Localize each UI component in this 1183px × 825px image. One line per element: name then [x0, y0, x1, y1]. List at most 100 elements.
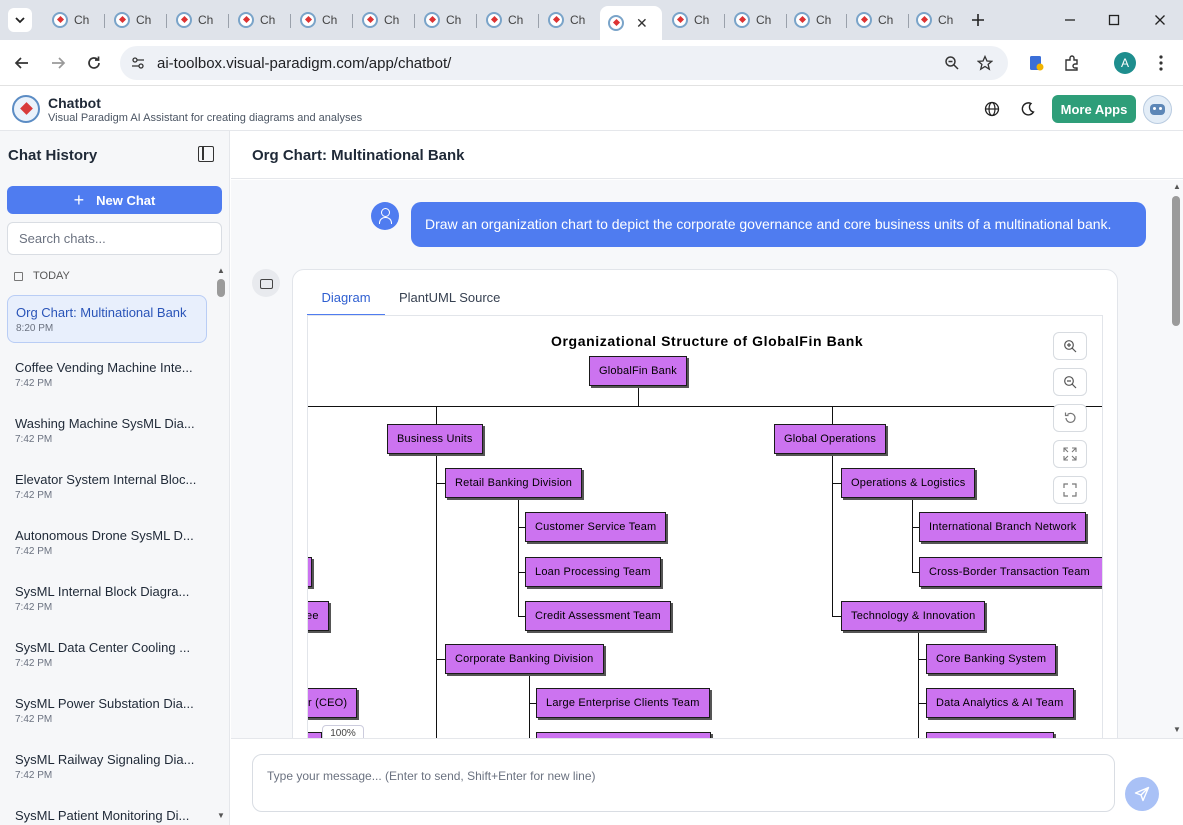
- scroll-down-arrow-icon[interactable]: ▼: [1173, 725, 1181, 734]
- tab-label: Ch: [136, 13, 152, 27]
- scroll-up-arrow-icon[interactable]: ▲: [217, 266, 225, 275]
- tab-diagram[interactable]: Diagram: [307, 290, 385, 316]
- org-node: Data Analytics & AI Team: [926, 688, 1074, 718]
- new-tab-button[interactable]: [965, 8, 991, 32]
- chat-history-item[interactable]: Coffee Vending Machine Inte...7:42 PM: [7, 351, 207, 399]
- browser-tab[interactable]: Ch: [416, 6, 478, 34]
- reload-button[interactable]: [82, 51, 106, 75]
- org-node: Global Operations: [774, 424, 887, 454]
- connector-line: [918, 659, 926, 660]
- browser-tab[interactable]: Ch: [664, 6, 726, 34]
- chat-history-item[interactable]: Autonomous Drone SysML D...7:42 PM: [7, 519, 207, 567]
- reset-zoom-button[interactable]: [1053, 404, 1087, 432]
- browser-tab[interactable]: Ch: [106, 6, 168, 34]
- close-window-button[interactable]: [1147, 8, 1173, 32]
- conversation-title: Org Chart: Multinational Bank: [252, 147, 465, 164]
- browser-tab[interactable]: Ch: [230, 6, 292, 34]
- dark-mode-moon-icon[interactable]: [1018, 99, 1038, 119]
- zoom-out-button[interactable]: [1053, 368, 1087, 396]
- tab-search-dropdown[interactable]: [8, 8, 32, 32]
- chat-history-time: 7:42 PM: [15, 714, 53, 725]
- browser-tab[interactable]: Ch: [848, 6, 910, 34]
- org-node: Business Units: [387, 424, 483, 454]
- chat-history-item[interactable]: SysML Patient Monitoring Di...: [7, 799, 207, 825]
- scroll-down-arrow-icon[interactable]: ▼: [217, 811, 225, 820]
- chat-history-time: 7:42 PM: [15, 434, 53, 445]
- connector-line: [912, 572, 919, 573]
- chat-history-item[interactable]: Washing Machine SysML Dia...7:42 PM: [7, 407, 207, 455]
- chat-history-item[interactable]: SysML Power Substation Dia...7:42 PM: [7, 687, 207, 735]
- scroll-up-arrow-icon[interactable]: ▲: [1173, 182, 1181, 191]
- message-input[interactable]: [252, 754, 1115, 812]
- tab-favicon-icon: [362, 12, 378, 28]
- close-tab-icon[interactable]: ✕: [636, 14, 648, 31]
- browser-tab[interactable]: Ch: [168, 6, 230, 34]
- chat-history-item[interactable]: SysML Railway Signaling Dia...7:42 PM: [7, 743, 207, 791]
- bookmark-star-icon[interactable]: [973, 51, 997, 75]
- chat-scrollbar-thumb[interactable]: [1172, 196, 1180, 326]
- connector-line: [518, 572, 525, 573]
- arrow-right-icon: [52, 57, 66, 69]
- tab-separator: [228, 14, 229, 28]
- tab-favicon-icon: [856, 12, 872, 28]
- zoom-level-badge: 100%: [322, 725, 364, 738]
- address-bar[interactable]: ai-toolbox.visual-paradigm.com/app/chatb…: [120, 46, 1008, 80]
- fit-to-screen-button[interactable]: [1053, 440, 1087, 468]
- browser-tab[interactable]: Ch: [44, 6, 106, 34]
- browser-tab[interactable]: Ch: [478, 6, 540, 34]
- connector-line: [832, 454, 833, 616]
- chat-history-time: 7:42 PM: [15, 546, 53, 557]
- assistant-avatar[interactable]: [1143, 95, 1172, 124]
- browser-tab[interactable]: Ch: [908, 6, 970, 34]
- chat-history-item[interactable]: Elevator System Internal Bloc...7:42 PM: [7, 463, 207, 511]
- org-chart-diagram[interactable]: Organizational Structure of GlobalFin Ba…: [307, 315, 1103, 738]
- maximize-button[interactable]: [1101, 8, 1127, 32]
- tab-plantuml-source[interactable]: PlantUML Source: [399, 290, 501, 305]
- org-node: [536, 732, 711, 738]
- new-chat-button[interactable]: + New Chat: [7, 186, 222, 214]
- extension-icon[interactable]: [1024, 51, 1048, 75]
- forward-button[interactable]: [46, 51, 70, 75]
- org-node: Technology & Innovation: [841, 601, 986, 631]
- fullscreen-button[interactable]: [1053, 476, 1087, 504]
- browser-tab[interactable]: Ch: [786, 6, 848, 34]
- chat-history-time: 7:42 PM: [15, 490, 53, 501]
- chat-history-item[interactable]: SysML Internal Block Diagra...7:42 PM: [7, 575, 207, 623]
- zoom-page-icon[interactable]: [940, 51, 964, 75]
- profile-avatar[interactable]: A: [1114, 52, 1136, 74]
- sidebar-toggle-icon[interactable]: [198, 146, 214, 162]
- browser-tab[interactable]: Ch: [540, 6, 602, 34]
- connector-line: [832, 406, 833, 424]
- tab-label: Ch: [878, 13, 894, 27]
- connector-line: [518, 527, 525, 528]
- language-globe-icon[interactable]: [982, 99, 1002, 119]
- connector-line: [918, 631, 919, 738]
- org-node: [308, 732, 322, 738]
- tab-label: Ch: [74, 13, 90, 27]
- minimize-button[interactable]: [1057, 8, 1083, 32]
- chat-history-item[interactable]: SysML Data Center Cooling ...7:42 PM: [7, 631, 207, 679]
- browser-tab[interactable]: ✕: [600, 6, 662, 40]
- search-chats-input[interactable]: [7, 222, 222, 255]
- chat-scrollbar[interactable]: ▲ ▼: [1170, 180, 1183, 738]
- browser-tab[interactable]: Ch: [726, 6, 788, 34]
- app-logo: [12, 95, 40, 123]
- browser-menu-icon[interactable]: [1149, 51, 1173, 75]
- browser-toolbar: ai-toolbox.visual-paradigm.com/app/chatb…: [0, 40, 1183, 86]
- sidebar-scrollbar-thumb[interactable]: [217, 279, 225, 297]
- chat-history-time: 7:42 PM: [15, 770, 53, 781]
- site-info-icon[interactable]: [126, 51, 150, 75]
- app-title: Chatbot: [48, 95, 101, 111]
- back-button[interactable]: [10, 51, 34, 75]
- browser-tab[interactable]: Ch: [354, 6, 416, 34]
- send-button[interactable]: [1125, 777, 1159, 811]
- connector-line: [436, 659, 445, 660]
- extensions-puzzle-icon[interactable]: [1060, 51, 1084, 75]
- more-apps-button[interactable]: More Apps: [1052, 95, 1136, 123]
- maximize-icon: [1108, 14, 1120, 26]
- chat-history-title: Coffee Vending Machine Inte...: [15, 360, 193, 375]
- browser-tab[interactable]: Ch: [292, 6, 354, 34]
- zoom-in-button[interactable]: [1053, 332, 1087, 360]
